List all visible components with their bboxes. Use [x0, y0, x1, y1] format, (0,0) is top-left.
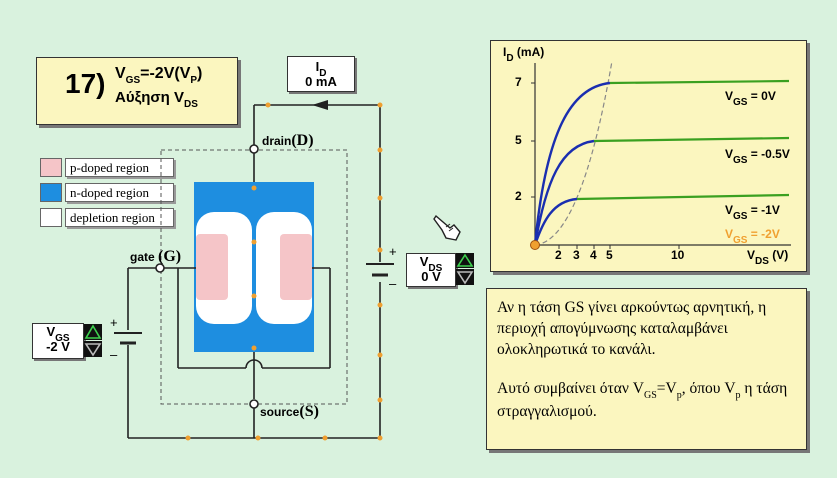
- gate-terminal: [155, 263, 165, 273]
- n-doped-swatch: [40, 182, 62, 202]
- pinch-off-curve: [534, 60, 613, 246]
- vgs-increase-button[interactable]: [84, 324, 102, 340]
- source-terminal: [249, 399, 259, 409]
- p-region-left: [196, 234, 228, 300]
- legend-n-doped: n-doped region: [40, 182, 174, 202]
- curve-label: VGS = 0V: [725, 89, 776, 108]
- curve-label: VGS = -0.5V: [725, 147, 790, 166]
- title-action: Αύξηση VDS: [115, 89, 198, 110]
- title-box: 17) VGS=-2V(VP) Αύξηση VDS: [36, 57, 238, 125]
- y-axis-label: ID (mA): [503, 45, 545, 64]
- source-label: source(S): [260, 403, 319, 420]
- x-tick: 3: [573, 248, 580, 262]
- down-arrow-icon: [84, 343, 102, 357]
- id-meter: ID 0 mA: [287, 56, 355, 92]
- vds-minus: –: [389, 276, 397, 291]
- vgs-decrease-button[interactable]: [84, 341, 102, 357]
- y-tick: 2: [515, 189, 522, 203]
- legend-label: p-doped region: [65, 157, 174, 177]
- curve-vgs-0-5: [533, 139, 595, 246]
- current-arrow-icon: [312, 100, 328, 110]
- vds-plus: +: [389, 244, 397, 259]
- vds-value: 0 V: [421, 269, 441, 284]
- id-value: 0 mA: [305, 74, 337, 89]
- explanation-paragraph: Αν η τάση GS γίνει αρκούντως αρνητική, η…: [497, 299, 767, 358]
- vds-increase-button[interactable]: [456, 253, 474, 268]
- drain-label: drain(D): [262, 132, 314, 149]
- operating-point: [530, 240, 540, 250]
- vgs-plus: +: [110, 315, 118, 330]
- y-tick: 5: [515, 133, 522, 147]
- vgs-meter: VGS -2 V: [32, 323, 84, 359]
- step-number: 17): [65, 68, 106, 99]
- explanation-paragraph: Αυτό συμβαίνει όταν VGS=Vp, όπου Vp η τά…: [497, 380, 788, 420]
- vgs-value: -2 V: [46, 339, 70, 354]
- drain-terminal: [249, 144, 259, 154]
- x-tick: 2: [555, 248, 562, 262]
- x-tick: 5: [606, 248, 613, 262]
- down-arrow-icon: [456, 271, 474, 285]
- id-vds-graph: ID (mA) 7 5 2 2 3 4 5 10 VDS (V) VGS = 0…: [490, 40, 807, 272]
- legend-label: depletion region: [65, 207, 174, 227]
- charge-dots: [185, 102, 383, 441]
- depletion-swatch: [40, 207, 62, 227]
- gate-label: gate (G): [130, 248, 182, 265]
- p-doped-swatch: [40, 157, 62, 177]
- legend-label: n-doped region: [65, 182, 174, 202]
- y-tick: 7: [515, 75, 522, 89]
- vds-meter: VDS 0 V: [406, 253, 456, 287]
- curve-label-active: VGS = -2V: [725, 227, 780, 246]
- vds-decrease-button[interactable]: [456, 269, 474, 285]
- jfet-circuit: [114, 100, 394, 441]
- x-tick: 4: [590, 248, 597, 262]
- up-arrow-icon: [84, 324, 102, 339]
- vgs-minus: –: [110, 347, 118, 362]
- p-region-right: [280, 234, 312, 300]
- x-tick: 10: [671, 248, 685, 262]
- curve-vgs-0: [533, 81, 611, 246]
- pointing-hand-icon: [433, 214, 461, 241]
- up-arrow-icon: [456, 253, 474, 267]
- title-condition: VGS=-2V(VP): [115, 65, 203, 86]
- x-axis-label: VDS (V): [747, 248, 789, 267]
- legend-depletion: depletion region: [40, 207, 174, 227]
- explanation-box: Αν η τάση GS γίνει αρκούντως αρνητική, η…: [486, 288, 807, 450]
- curve-vgs-1: [533, 197, 578, 246]
- curve-label: VGS = -1V: [725, 203, 780, 222]
- legend-p-doped: p-doped region: [40, 157, 174, 177]
